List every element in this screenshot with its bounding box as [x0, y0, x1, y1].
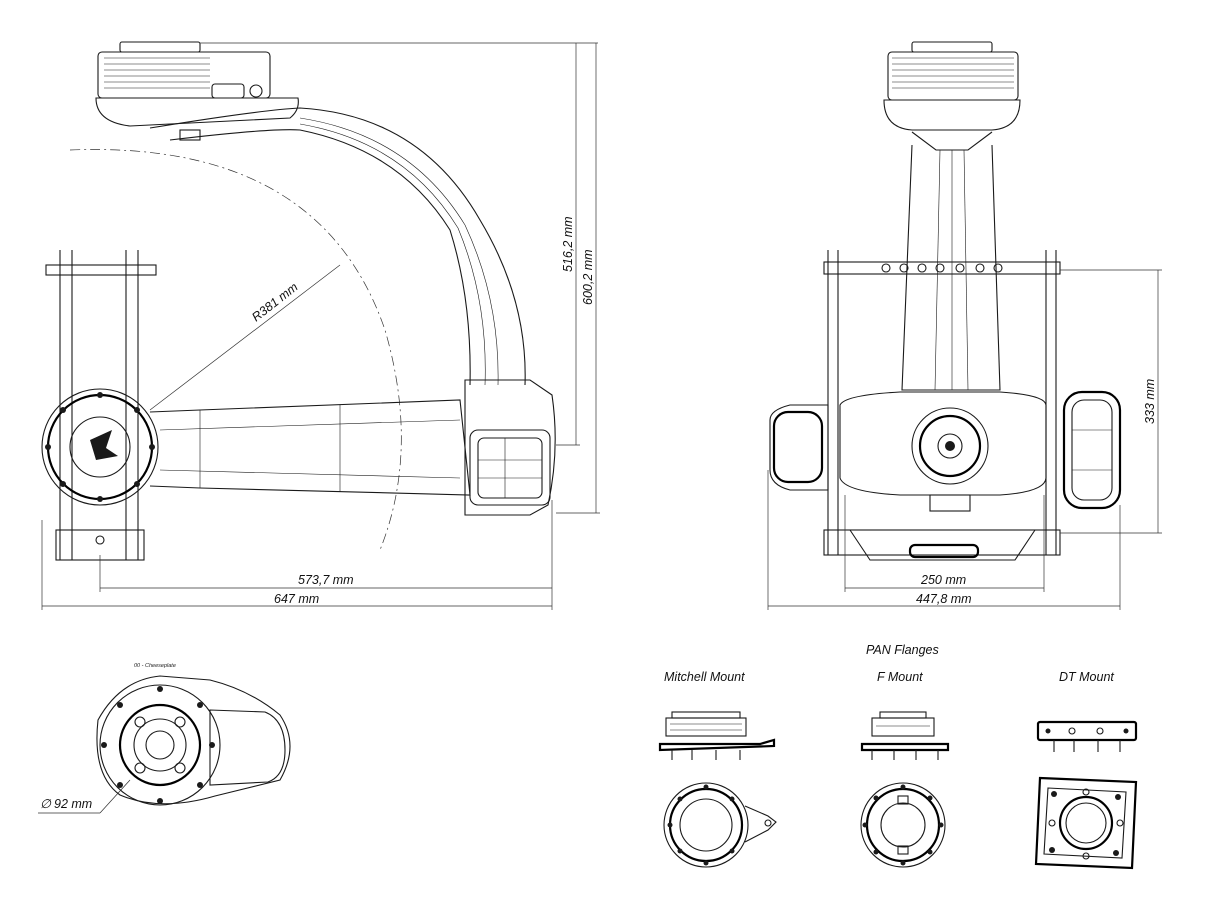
dt-mount-top [1034, 776, 1138, 870]
dt-mount-side [1036, 720, 1138, 752]
front-width-outer-label: 447,8 mm [916, 592, 972, 606]
front-pan-head [883, 41, 1021, 151]
radius-arc [69, 149, 402, 551]
mitchell-mount-top [663, 782, 777, 868]
cheeseplate-view [38, 675, 291, 814]
radius-label: R381 mm [249, 280, 300, 324]
side-view [41, 41, 600, 610]
flange-label-mitchell: Mitchell Mount [664, 670, 745, 684]
side-width-inner-label: 573,7 mm [298, 573, 354, 587]
side-curved-arm [149, 107, 526, 386]
front-camera-cage [823, 250, 1061, 561]
radius-line [149, 264, 341, 411]
mitchell-mount-side [658, 711, 776, 760]
flange-label-dtmount: DT Mount [1059, 670, 1114, 684]
cheeseplate-diameter-label: 92 mm [54, 797, 92, 811]
front-width-inner-label: 250 mm [920, 573, 966, 587]
f-mount-top [860, 782, 946, 868]
front-right-motor [1062, 390, 1122, 510]
side-pan-head [95, 41, 299, 141]
flanges-title: PAN Flanges [866, 643, 939, 657]
side-vertical-dimensions [200, 42, 600, 514]
front-column [901, 144, 1001, 391]
cheeseplate-diameter-symbol: ∅ [40, 797, 52, 811]
front-dimensions [767, 269, 1162, 610]
height-outer-label: 600,2 mm [581, 249, 595, 305]
front-view [767, 41, 1162, 610]
side-roll-housing [464, 379, 556, 516]
front-left-motor [769, 404, 829, 491]
side-width-outer-label: 647 mm [274, 592, 319, 606]
side-horizontal-dimensions [41, 500, 553, 610]
f-mount-side [860, 711, 950, 760]
cheeseplate-caption: 00 - Cheeseplate [134, 663, 176, 669]
front-height-label: 333 mm [1143, 379, 1157, 424]
height-inner-label: 516,2 mm [561, 216, 575, 272]
flange-label-fmount: F Mount [877, 670, 923, 684]
front-tilt-body [839, 391, 1047, 512]
side-tilt-arm [149, 399, 471, 496]
side-tilt-motor [41, 388, 159, 506]
